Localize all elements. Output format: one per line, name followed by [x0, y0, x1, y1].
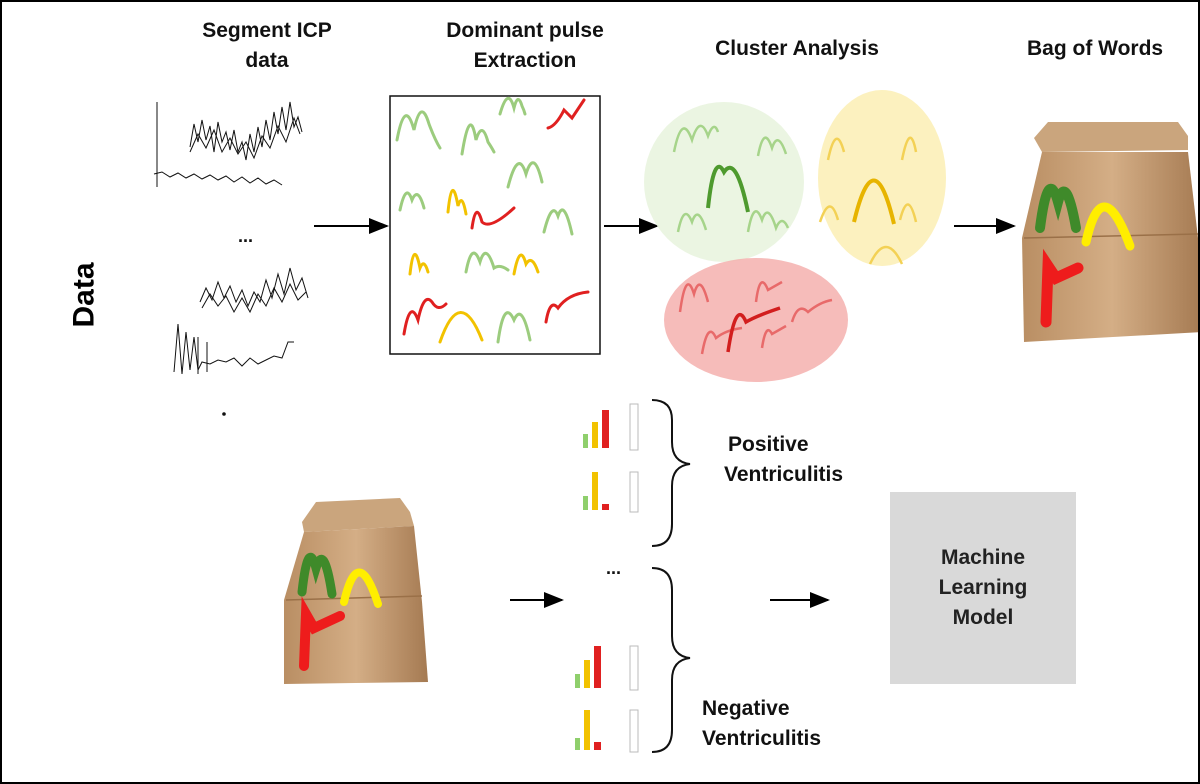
histogram-ellipsis: ...: [606, 558, 621, 578]
brace-positive: [651, 399, 691, 547]
step-extraction-line1: Dominant pulse: [446, 19, 604, 42]
step-segment-title: Segment ICP data: [182, 16, 352, 76]
icp-trace-bottom: [173, 267, 309, 416]
positive-label: Positive Ventriculitis: [724, 430, 843, 490]
ml-line1: Machine: [940, 546, 1026, 569]
icp-trace-top: [153, 101, 303, 187]
negative-line1: Negative: [702, 697, 790, 720]
positive-line1: Positive: [728, 433, 809, 456]
step-segment-line2: data: [245, 49, 289, 72]
histogram-neg-1: [575, 645, 639, 691]
bag-bottom-image: [284, 498, 428, 684]
histogram-pos-2: [583, 471, 639, 513]
negative-label: Negative Ventriculitis: [702, 694, 821, 754]
step-segment-line1: Segment ICP: [202, 19, 332, 42]
step-bow-title: Bag of Words: [1027, 34, 1198, 64]
histogram-neg-2: [575, 709, 639, 753]
brace-negative: [651, 567, 691, 753]
ml-model-box: Machine Learning Model: [890, 492, 1076, 684]
cluster-red: [664, 258, 848, 382]
icp-ellipsis: ...: [238, 226, 253, 246]
step-extraction-title: Dominant pulse Extraction: [420, 16, 630, 76]
ml-line3: Model: [952, 606, 1014, 629]
step-cluster-line1: Cluster Analysis: [715, 37, 879, 60]
ml-line2: Learning: [938, 576, 1028, 599]
cluster-yellow: [818, 90, 946, 266]
bag-top-image: [1022, 122, 1198, 342]
step-extraction-line2: Extraction: [473, 49, 577, 72]
positive-line2: Ventriculitis: [724, 463, 844, 486]
step-cluster-title: Cluster Analysis: [692, 34, 902, 64]
pulse-box: [389, 95, 601, 355]
cluster-green: [644, 102, 804, 262]
step-bow-line1: Bag of Words: [1027, 37, 1164, 60]
negative-line2: Ventriculitis: [702, 727, 822, 750]
histogram-pos-1: [583, 403, 639, 451]
